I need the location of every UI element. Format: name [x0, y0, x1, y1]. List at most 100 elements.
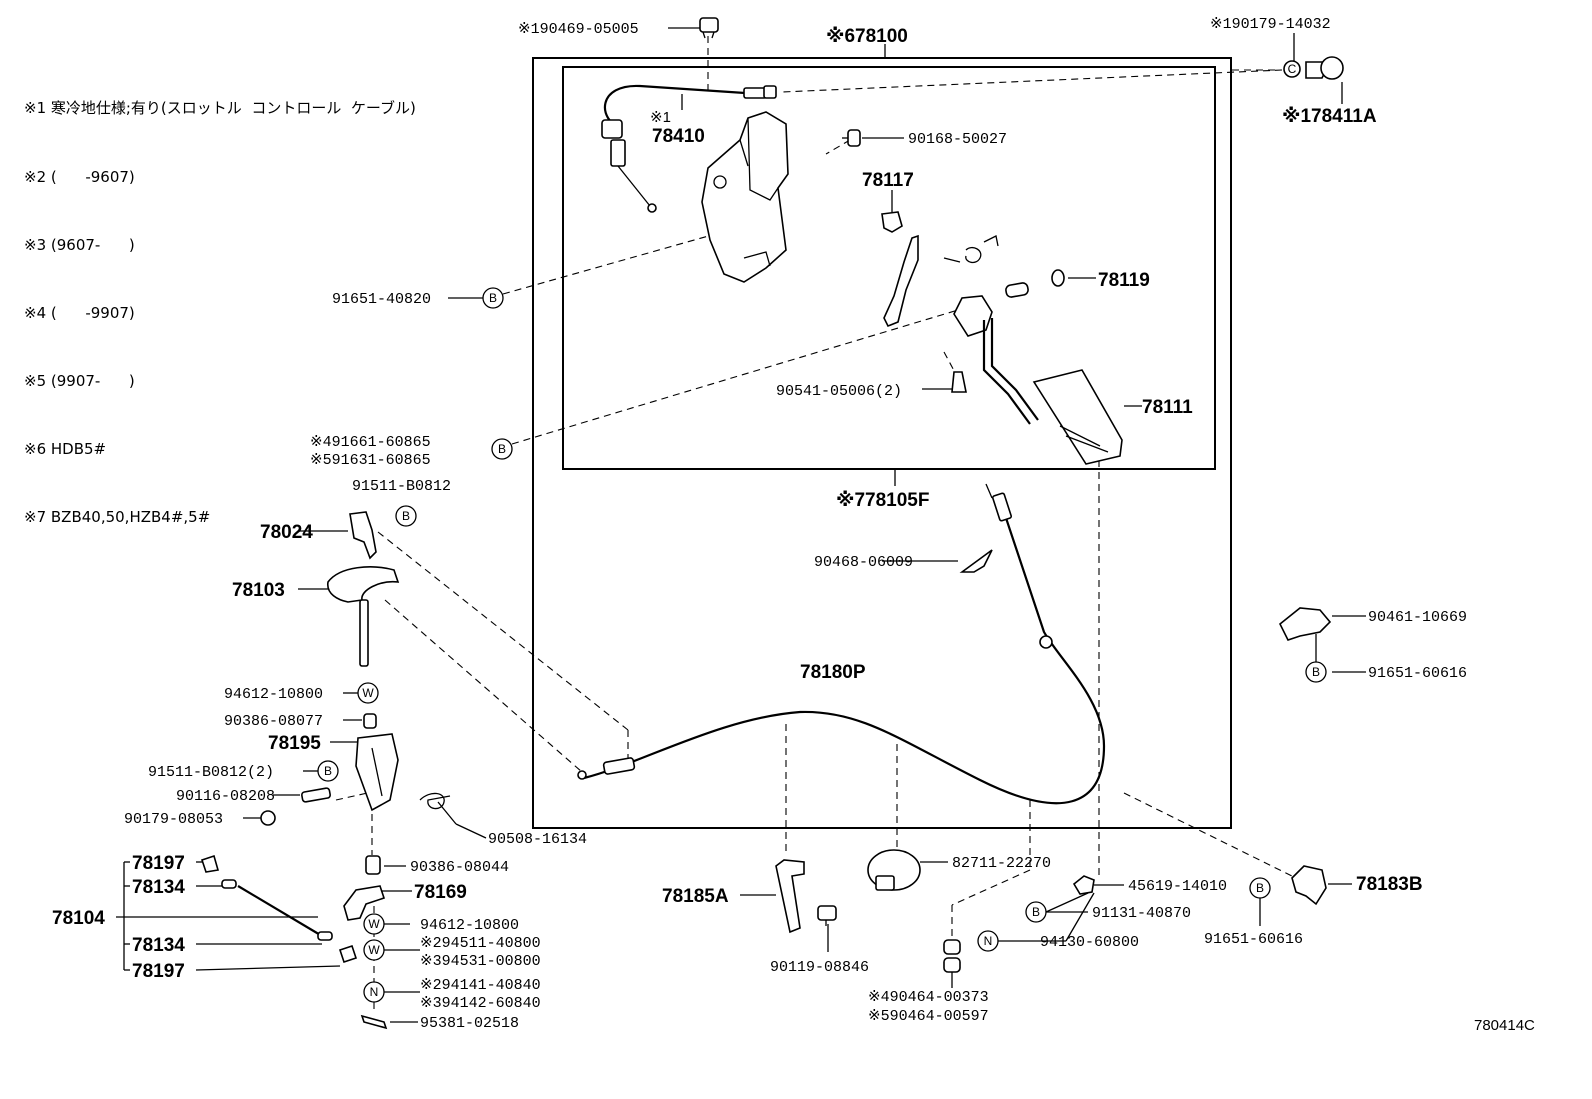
label-78104: 78104 [52, 908, 105, 929]
label-78180p: 78180P [800, 662, 866, 683]
marker-b-91651-40820: B [482, 287, 504, 309]
svg-text:N: N [984, 934, 993, 948]
spec-notes: ※1 寒冷地仕様;有り(スロットル コントロール ケーブル) ※2 ( -960… [24, 52, 416, 551]
return-spring [943, 235, 999, 264]
screw-90168 [842, 129, 861, 147]
bolt-90119 [817, 905, 837, 926]
label-78197-b: 78197 [132, 961, 185, 982]
clip-90541 [951, 371, 967, 393]
label-91631-60865: ※591631-60865 [310, 452, 431, 469]
label-190179-14032: ※190179-14032 [1210, 16, 1331, 33]
label-91651-60616-b: 91651-60616 [1204, 931, 1303, 948]
grommet-45619 [1072, 875, 1095, 895]
marker-b-91661: B [491, 438, 513, 460]
label-78411a: ※178411A [1282, 106, 1377, 127]
label-78100: ※678100 [826, 26, 908, 47]
svg-text:C: C [1288, 62, 1297, 76]
part-labels: ※190469-05005 ※678100 ※190179-14032 ※178… [52, 16, 1535, 1034]
svg-text:B: B [498, 442, 506, 456]
label-190469-05005: ※190469-05005 [518, 21, 639, 38]
bushing-78119 [1005, 269, 1065, 298]
bracket-78183b [1291, 865, 1327, 906]
note-6: ※6 HDB5# [24, 439, 107, 458]
pedal-arm [953, 295, 1039, 425]
label-94612-10800-b: 94612-10800 [420, 917, 519, 934]
rod-78104 [200, 854, 358, 964]
marker-c-190179: C [1288, 62, 1297, 76]
clamp-90464 [943, 939, 961, 973]
svg-text:B: B [324, 764, 332, 778]
svg-text:W: W [368, 917, 380, 931]
label-78117: 78117 [862, 170, 914, 191]
marker-b-91651-60616-b: B [1249, 877, 1271, 899]
svg-text:B: B [1032, 905, 1040, 919]
label-82711-22270: 82711-22270 [952, 855, 1051, 872]
label-78105f: ※778105F [836, 490, 929, 511]
spring-90508 [419, 792, 451, 810]
label-90386-08077: 90386-08077 [224, 713, 323, 730]
bracket-78024 [349, 511, 377, 560]
leader-lines [243, 27, 1366, 1023]
label-90461-10669: 90461-10669 [1368, 609, 1467, 626]
label-78103: 78103 [232, 580, 285, 601]
marker-b-91511: B [395, 505, 417, 527]
label-94612-10800-a: 94612-10800 [224, 686, 323, 703]
marker-b-91131: B [1025, 901, 1047, 923]
bolt-90116 [301, 787, 331, 803]
part-illustrations: C [200, 17, 1344, 1030]
label-94141-40840: ※294141-40840 [420, 977, 541, 994]
housing-78100 [701, 111, 789, 283]
label-78197-a: 78197 [132, 853, 185, 874]
marker-b-91511-2: B [317, 760, 339, 782]
bushing-90386-08044 [365, 855, 381, 875]
label-45619-14010: 45619-14010 [1128, 878, 1227, 895]
svg-text:N: N [370, 985, 379, 999]
outer-frame-78100 [532, 57, 1232, 829]
clamp-82711 [867, 849, 921, 891]
lever-78169 [343, 885, 386, 921]
svg-text:W: W [362, 686, 374, 700]
bracket-78104 [116, 861, 341, 971]
label-78024: 78024 [260, 522, 313, 543]
label-91511-b0812-2: 91511-B0812(2) [148, 764, 274, 781]
cable-78180p [577, 483, 1106, 805]
label-90386-08044: 90386-08044 [410, 859, 509, 876]
cable-78410 [601, 84, 777, 213]
label-91651-40820: 91651-40820 [332, 291, 431, 308]
label-78183b: 78183B [1356, 874, 1423, 895]
bracket-78195 [355, 733, 399, 812]
marker-w-94511: W [363, 939, 385, 961]
label-91651-60616-a: 91651-60616 [1368, 665, 1467, 682]
marker-w-94612-a: W [357, 682, 379, 704]
stopper-78117 [881, 211, 903, 233]
label-90541-05006: 90541-05006(2) [776, 383, 902, 400]
label-90116-08208: 90116-08208 [176, 788, 275, 805]
note-2: ※2 ( -9607) [24, 167, 135, 186]
label-78169: 78169 [414, 882, 467, 903]
label-90179-08053: 90179-08053 [124, 811, 223, 828]
nut-90179 [260, 810, 276, 826]
clip-190469 [699, 17, 719, 39]
clip-90468 [959, 549, 993, 573]
label-90464-00373: ※490464-00373 [868, 989, 989, 1006]
label-90464-00597: ※590464-00597 [868, 1008, 989, 1025]
label-78119: 78119 [1098, 270, 1150, 291]
marker-b-91651-60616-a: B [1305, 661, 1327, 683]
label-78195: 78195 [268, 733, 321, 754]
label-78111: 78111 [1142, 397, 1193, 418]
label-91131-40870: 91131-40870 [1092, 905, 1191, 922]
marker-n-94130: N [977, 930, 999, 952]
label-95381-02518: 95381-02518 [420, 1015, 519, 1032]
label-90119-08846: 90119-08846 [770, 959, 869, 976]
marker-n-94141: N [363, 981, 385, 1003]
note-5: ※5 (9907- ) [24, 371, 135, 390]
label-90168-50027: 90168-50027 [908, 131, 1007, 148]
lever-78103 [327, 566, 400, 667]
note-1: ※1 寒冷地仕様;有り(スロットル コントロール ケーブル) [24, 99, 416, 118]
figure-id: 780414C [1474, 1017, 1535, 1034]
pin-95381 [360, 1014, 388, 1030]
label-94511-40800: ※294511-40800 [420, 935, 541, 952]
note-4: ※4 ( -9907) [24, 303, 135, 322]
label-94130-60800: 94130-60800 [1040, 934, 1139, 951]
